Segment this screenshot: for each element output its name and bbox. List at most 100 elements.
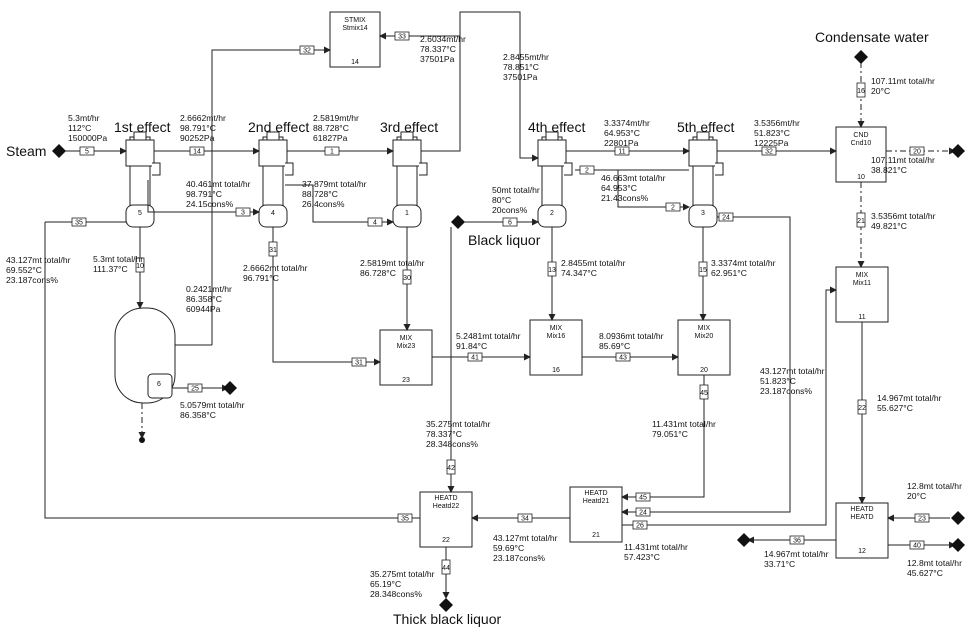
svg-text:Heatd21: Heatd21 <box>583 498 610 505</box>
effect-1-evaporator: 5 <box>125 131 161 228</box>
svg-text:16: 16 <box>857 88 865 95</box>
svg-text:HEATD: HEATD <box>434 495 457 502</box>
svg-text:HEATD: HEATD <box>584 490 607 497</box>
stream-tag-33: 33 <box>394 31 410 41</box>
effect-5-label: 5th effect <box>677 119 734 135</box>
svg-text:HEATD: HEATD <box>850 506 873 513</box>
heatd21-block: HEATD Heatd21 21 <box>569 486 623 543</box>
svg-text:24: 24 <box>722 215 730 222</box>
stream-tag-32a: 32 <box>299 45 315 55</box>
svg-text:13: 13 <box>548 267 556 274</box>
stream-tag-45b: 45 <box>635 492 651 502</box>
heatd22-block: HEATD Heatd22 22 <box>419 491 473 548</box>
thick-liquor-diamond <box>439 598 453 612</box>
stream-tag-44: 44 <box>441 559 451 575</box>
svg-text:32: 32 <box>303 48 311 55</box>
svg-text:32: 32 <box>765 149 773 156</box>
svg-text:40: 40 <box>913 543 921 550</box>
mix16-block: MIX Mix16 16 <box>529 319 583 376</box>
stream-tag-31: 31 <box>268 241 278 257</box>
stream-lines <box>44 11 956 599</box>
svg-text:36: 36 <box>793 538 801 545</box>
stream-tag-15: 15 <box>698 261 708 277</box>
condensate-out-diamond <box>951 144 965 158</box>
effect-4-number: 2 <box>550 210 554 217</box>
svg-text:31: 31 <box>269 247 277 254</box>
condensate-port-diamond <box>854 50 868 64</box>
stream-tag-35b: 35 <box>397 513 413 523</box>
svg-text:Mix23: Mix23 <box>397 343 416 350</box>
effect-2-label: 2nd effect <box>248 119 309 135</box>
svg-text:16: 16 <box>552 367 560 374</box>
stmix-block: STMIX Stmix14 14 <box>329 11 381 68</box>
heatd12-block: HEATD HEATD 12 <box>835 502 889 559</box>
effect-3-number: 1 <box>405 210 409 217</box>
stream-tag-26: 26 <box>632 520 648 530</box>
stream-tag-21: 21 <box>856 212 866 228</box>
svg-text:21: 21 <box>592 532 600 539</box>
svg-text:14: 14 <box>193 149 201 156</box>
hx-out-diamond <box>951 538 965 552</box>
svg-text:26: 26 <box>636 523 644 530</box>
svg-text:10: 10 <box>857 174 865 181</box>
stream-tag-13: 13 <box>547 261 557 277</box>
svg-text:5: 5 <box>85 149 89 156</box>
effect-5-number: 3 <box>701 210 705 217</box>
svg-text:34: 34 <box>521 516 529 523</box>
svg-text:45: 45 <box>700 390 708 397</box>
stream-tag-5: 5 <box>79 146 95 156</box>
stream-tag-45: 45 <box>699 384 709 400</box>
port-markers <box>52 50 965 612</box>
svg-text:Stmix14: Stmix14 <box>342 25 367 32</box>
stream-tag-31b: 31 <box>351 357 367 367</box>
stream-tag-24b: 24 <box>635 507 651 517</box>
svg-text:STMIX: STMIX <box>344 17 366 24</box>
condensate-water-label: Condensate water <box>815 29 929 45</box>
svg-text:43: 43 <box>619 355 627 362</box>
svg-text:24: 24 <box>639 510 647 517</box>
svg-text:45: 45 <box>639 495 647 502</box>
svg-text:HEATD: HEATD <box>850 514 873 521</box>
svg-text:Cnd10: Cnd10 <box>851 140 872 147</box>
stream-tag-16: 16 <box>856 82 866 98</box>
stream-id-tags: 5 14 1 32 33 11 32 16 20 21 35 10 31 30 … <box>71 31 930 575</box>
stream-tag-35a: 35 <box>71 217 87 227</box>
hx-in-diamond <box>951 511 965 525</box>
stream-tag-10: 10 <box>135 257 145 273</box>
stream-tag-42: 42 <box>446 459 456 475</box>
svg-text:Heatd22: Heatd22 <box>433 503 460 510</box>
svg-text:41: 41 <box>471 355 479 362</box>
effect-4-label: 4th effect <box>528 119 585 135</box>
effect-3-evaporator: 1 <box>392 131 428 228</box>
svg-text:4: 4 <box>373 220 377 227</box>
svg-text:44: 44 <box>442 565 450 572</box>
effect-2-number: 4 <box>271 210 275 217</box>
svg-text:CND: CND <box>853 132 868 139</box>
flash-tank: 6 <box>114 307 176 404</box>
stream-tag-40: 40 <box>909 540 925 550</box>
stream-tag-1: 1 <box>324 146 340 156</box>
svg-text:23: 23 <box>402 377 410 384</box>
stream-tag-24: 24 <box>718 212 734 222</box>
black-liquor-label: Black liquor <box>468 232 541 248</box>
svg-text:3: 3 <box>241 210 245 217</box>
